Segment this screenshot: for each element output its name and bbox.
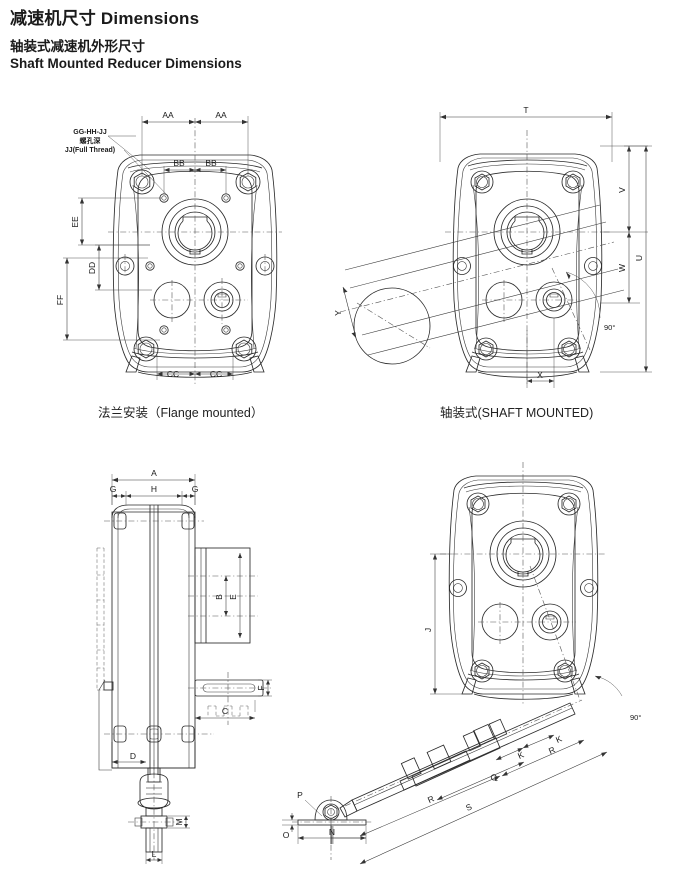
dimension-G-H-G: G H G [110,484,199,505]
torque-arm-housing-bolts [461,492,586,695]
figure-flange-mounted: AA AA BB BB [55,110,282,385]
dimension-K: K K [495,733,564,761]
annotation-line-1: GG-HH-JJ [73,129,107,136]
dim-label-BB-right: BB [205,158,217,168]
dim-label-J: J [423,628,433,632]
side-view-flange-block [188,547,258,644]
inclined-drive-assembly [339,204,625,365]
subtitle-english: Shaft Mounted Reducer Dimensions [10,56,242,71]
dim-label-H: H [151,484,157,494]
dimension-AA: AA AA [141,110,249,176]
dimension-R-upper: R [501,739,585,777]
dimension-X: X [526,318,555,388]
dim-label-L: L [152,849,157,859]
annotation-P: P [297,790,323,817]
dim-label-K-left: K [516,749,526,761]
dim-label-Q: Q [489,771,499,783]
dim-label-X: X [537,370,543,380]
page-title: 减速机尺寸 Dimensions [10,9,200,28]
dim-label-EE: EE [70,216,80,228]
dimension-R-lower: R [359,775,501,837]
dim-label-AA-right: AA [215,110,227,120]
figure-side-view: A G H G [96,468,272,864]
dimension-T: T [439,105,613,162]
dimension-Y: Y [333,286,357,339]
dimension-V: V [600,145,648,233]
dim-label-A: A [151,468,157,478]
dimension-L: L [145,849,163,864]
side-view-key-detail [188,672,272,725]
dim-label-G-left: G [110,484,117,494]
figure-torque-arm: K K R Q R [282,462,641,865]
dim-label-O: O [283,830,290,840]
side-view-coupling [128,760,186,860]
dimension-J: J [423,553,470,695]
dimension-EE: EE [70,197,162,246]
dim-label-P: P [297,790,303,800]
dim-label-DD: DD [87,262,97,274]
caption-flange-mounted: 法兰安装（Flange mounted） [98,406,264,420]
dimension-Q: Q [436,761,525,801]
dimension-U: U [600,145,652,373]
dim-label-V: V [617,187,627,193]
dimension-W: W [600,232,640,304]
dim-label-BB-left: BB [173,158,185,168]
angle-marker-90-shaft: 90° [565,271,615,332]
subtitle-chinese: 轴装式减速机外形尺寸 [10,39,145,54]
dimension-C: C [194,700,256,730]
dim-label-U: U [634,255,644,261]
torque-arm-rod [339,699,583,818]
dimension-CC: CC CC [156,355,234,380]
dim-label-W: W [617,264,627,272]
dim-label-D: D [130,751,136,761]
shaft-housing-bolts [465,170,590,373]
dim-label-G-right: G [192,484,199,494]
caption-shaft-mounted: 轴装式(SHAFT MOUNTED) [440,406,594,420]
torque-arm-base-bracket [292,796,372,860]
dimension-F: F [256,679,272,697]
dim-label-Y: Y [333,310,343,316]
dim-label-C: C [222,706,228,716]
dim-label-N: N [329,827,335,837]
dimension-O: O [282,813,300,840]
dim-label-R-lower: R [426,793,436,805]
dim-label-T: T [523,105,528,115]
angle-label-90-shaft: 90° [604,323,615,332]
dimension-BB: BB BB [163,158,227,194]
angle-label-90-torque: 90° [630,713,641,722]
dimension-D: D [111,751,146,768]
dim-label-M: M [174,818,184,825]
dimension-DD: DD [87,244,152,291]
figure-shaft-mounted: T V W [333,105,652,388]
dimension-S: S [359,751,608,865]
page-subtitle: 轴装式减速机外形尺寸 Shaft Mounted Reducer Dimensi… [10,38,242,72]
dim-label-AA-left: AA [162,110,174,120]
angle-marker-90-torque: 90° [594,675,641,722]
dimension-E: E [228,553,242,638]
dim-label-R-upper: R [547,744,557,756]
dim-label-CC-right: CC [210,369,222,379]
dim-label-E: E [228,594,238,600]
dim-label-B: B [214,594,224,600]
dim-label-S: S [464,801,474,813]
side-view-top-bolts [104,512,204,530]
threaded-holes [145,193,245,335]
dimension-N: N [297,825,367,844]
dimension-FF: FF [55,257,160,341]
dim-label-F: F [256,685,266,690]
side-view-bottom-bolts [104,725,214,743]
dimension-B: B [214,576,228,616]
hidden-detail-fins [96,547,114,771]
dim-label-CC-left: CC [167,369,179,379]
dim-label-K-right: K [554,733,564,745]
annotation-line-3: JJ(Full Thread) [65,147,115,154]
dim-label-FF: FF [55,295,65,305]
annotation-line-2: 螺孔深 [80,136,101,145]
annotation-thread-callout: GG-HH-JJ 螺孔深 JJ(Full Thread) [65,129,169,197]
dimension-M: M [168,815,190,829]
